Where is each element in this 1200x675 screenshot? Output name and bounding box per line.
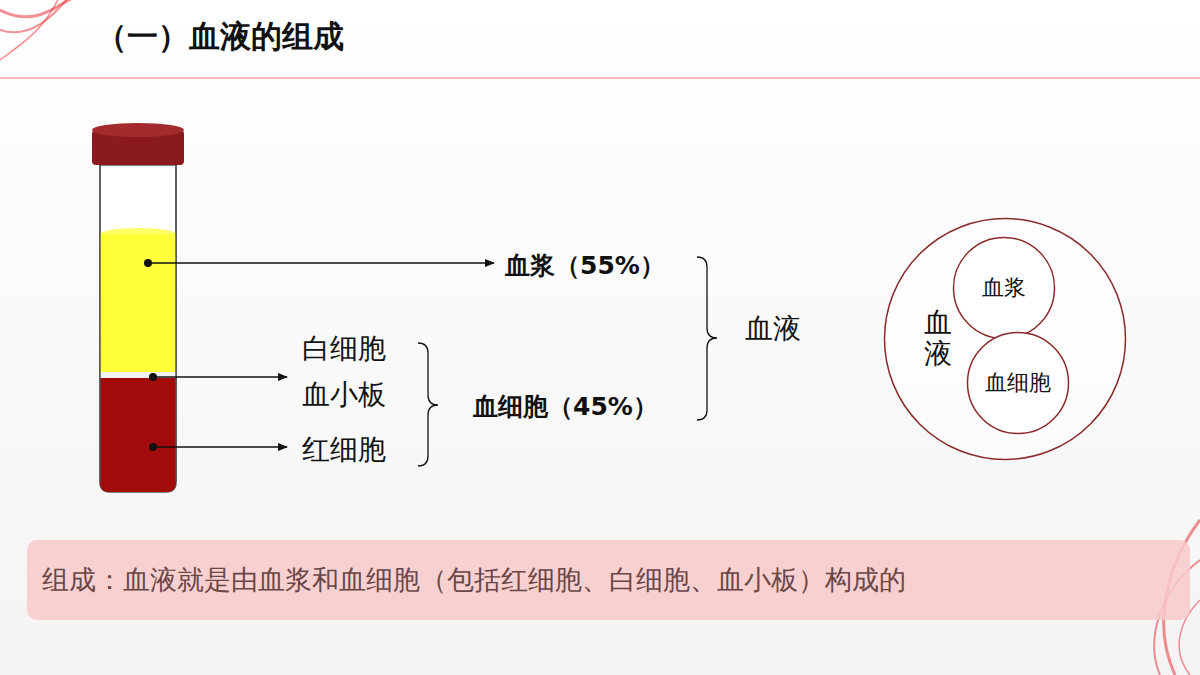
slide-title: （一）血液的组成	[96, 18, 344, 55]
node-text: 血细胞	[985, 370, 1051, 396]
part-label: 血小板	[302, 378, 386, 412]
summary-text: 组成：血液就是由血浆和血细胞（包括红细胞、白细胞、血小板）构成的	[42, 564, 906, 596]
node-text: 血液	[924, 308, 952, 370]
test-tube	[92, 123, 184, 492]
part-label: 血浆（55%）	[505, 251, 665, 281]
part-label: 红细胞	[302, 433, 386, 467]
node-text: 血浆	[982, 275, 1026, 301]
group-label: 血细胞（45%）	[473, 392, 658, 422]
subset-circle: 血细胞	[966, 331, 1070, 435]
subset-circle: 血浆	[952, 236, 1056, 340]
part-label: 白细胞	[302, 332, 386, 366]
bracket	[418, 257, 717, 466]
group-label: 血液	[745, 312, 801, 346]
leader-arrow	[148, 263, 494, 447]
set-circle: 血液 血浆血细胞	[883, 217, 1127, 461]
summary-band: 组成：血液就是由血浆和血细胞（包括红细胞、白细胞、血小板）构成的	[27, 540, 1190, 620]
header-rule	[0, 77, 1200, 79]
